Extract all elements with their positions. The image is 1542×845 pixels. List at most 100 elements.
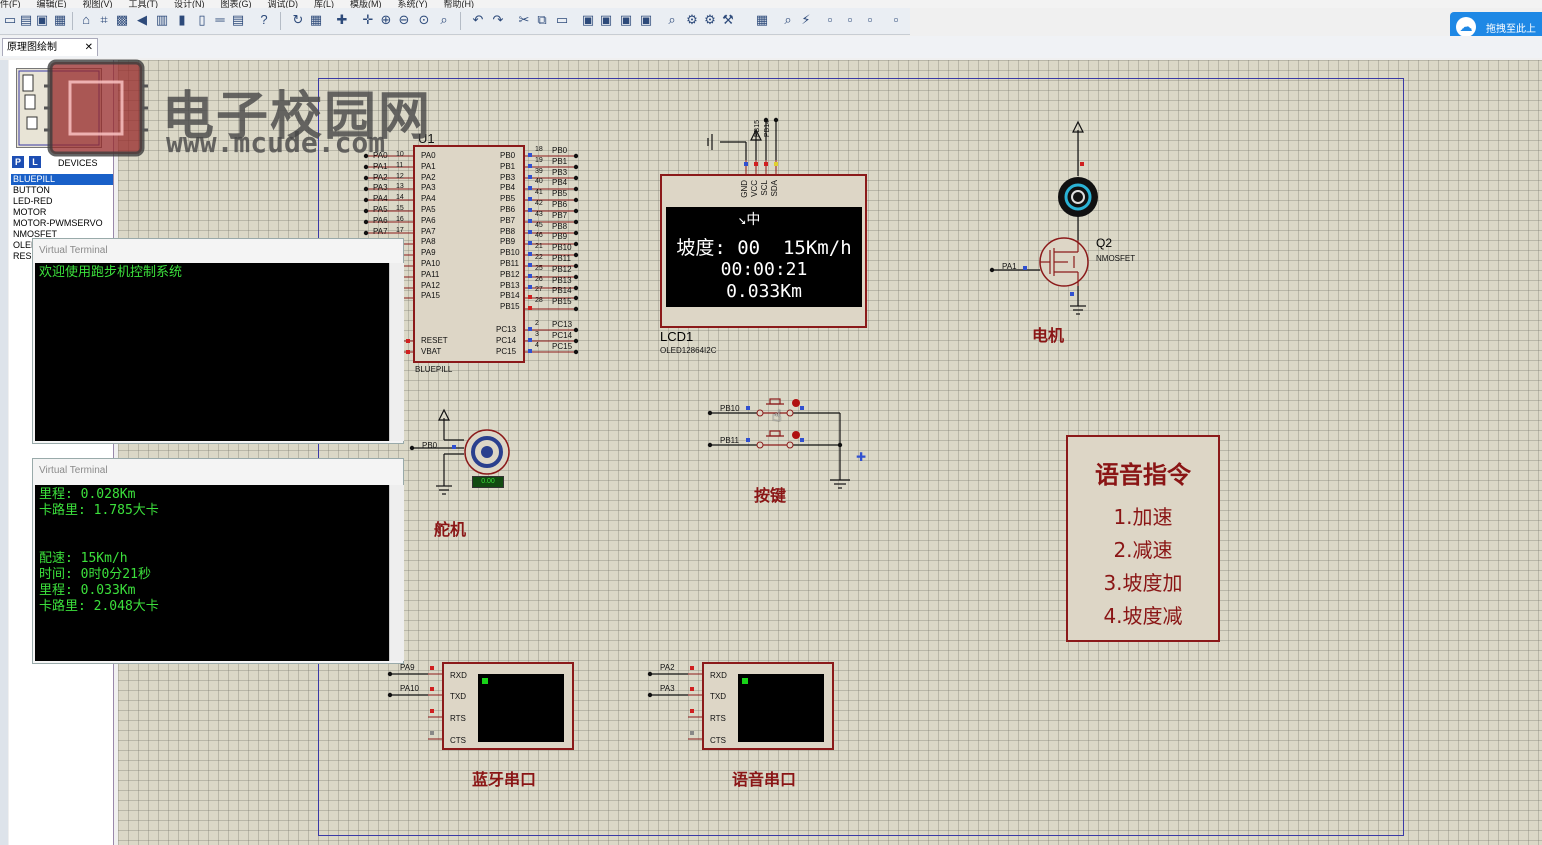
cut-icon[interactable]: ✂ — [518, 12, 530, 27]
import-icon[interactable]: ▦ — [53, 12, 67, 27]
paste-icon[interactable]: ▭ — [555, 12, 569, 27]
pan-icon[interactable]: ✛ — [362, 12, 374, 27]
virtual-terminal-2[interactable]: Virtual Terminal 里程: 0.028Km 卡路里: 1.785大… — [32, 458, 404, 664]
search-icon[interactable]: ⌕ — [784, 12, 792, 27]
mcu-net-label: PB9 — [552, 232, 568, 242]
make-device-icon[interactable]: ⚙ — [686, 12, 698, 27]
block-move-icon[interactable]: ▣ — [599, 12, 613, 27]
new-sheet-icon[interactable]: ▫ — [827, 12, 833, 27]
mcu-pin-name: PB14 — [500, 291, 520, 301]
mcu-net-label: PB4 — [552, 178, 568, 188]
back-icon[interactable]: ◀ — [137, 12, 147, 27]
device-list-item[interactable]: NMOSFET — [13, 229, 57, 239]
chip-icon[interactable]: ▩ — [115, 12, 129, 27]
tab-schematic-capture[interactable]: 原理图绘制 ✕ — [2, 38, 98, 56]
new-file-icon[interactable]: ▭ — [3, 12, 17, 27]
library-manager-button[interactable]: L — [29, 156, 41, 168]
mcu-part-name: BLUEPILL — [415, 365, 453, 374]
exit-to-parent-icon[interactable]: ▫ — [867, 12, 873, 27]
device-list-item[interactable]: BUTTON — [13, 185, 50, 195]
grid-icon[interactable]: ▦ — [309, 12, 323, 27]
bom-icon[interactable]: ═ — [215, 12, 225, 27]
menu-item[interactable]: 设计(N) — [174, 0, 205, 8]
menu-item[interactable]: 帮助(H) — [443, 0, 475, 8]
mcu-pin-name: PB10 — [500, 248, 520, 258]
mcu-net-label: PC14 — [552, 330, 573, 340]
mcu-net-label: PA3 — [373, 183, 388, 193]
menu-item[interactable]: 库(L) — [314, 0, 334, 8]
home-icon[interactable]: ⌂ — [82, 12, 90, 27]
bluetooth-uart-label: 蓝牙串口 — [472, 770, 537, 789]
redo-icon[interactable]: ↷ — [492, 12, 504, 27]
mcu-pin-name: PB5 — [500, 194, 516, 204]
block-delete-icon[interactable]: ▣ — [639, 12, 653, 27]
menu-item[interactable]: 编辑(E) — [36, 0, 67, 8]
mcu-pin-name: PB0 — [500, 151, 516, 160]
terminal-1-scrollbar[interactable] — [389, 263, 404, 441]
report-icon[interactable]: ▤ — [231, 12, 245, 27]
mcu-pin-name: PA8 — [421, 237, 436, 247]
block-copy-icon[interactable]: ▣ — [581, 12, 595, 27]
virtual-terminal-1[interactable]: Virtual Terminal 欢迎使用跑步机控制系统 — [32, 238, 404, 444]
copy-icon[interactable]: ⧉ — [537, 12, 547, 27]
bluetooth-uart-led — [482, 678, 488, 684]
mcu-pin-name: PB7 — [500, 215, 516, 225]
bluetooth-uart-terminal[interactable]: RXD TXD RTS CTS — [442, 662, 574, 750]
voice-uart-terminal[interactable]: RXD TXD RTS CTS — [702, 662, 834, 750]
servo-label: 舵机 — [434, 520, 467, 539]
origin-icon[interactable]: ✚ — [336, 12, 348, 27]
menu-item[interactable]: 系统(Y) — [397, 0, 428, 8]
refresh-icon[interactable]: ↻ — [292, 12, 304, 27]
device-list-item[interactable]: LED-RED — [13, 196, 53, 206]
component-icon[interactable]: ⌗ — [100, 12, 108, 27]
device-list-item[interactable]: BLUEPILL — [11, 174, 113, 185]
help-icon[interactable]: ? — [260, 12, 268, 27]
device-selector-panel — [9, 60, 114, 845]
voice-uart-screen — [738, 674, 824, 742]
menu-item[interactable]: 模版(M) — [350, 0, 382, 8]
mcu-net-label: PC15 — [552, 341, 573, 351]
document-icon[interactable]: ▯ — [198, 12, 206, 27]
board-icon[interactable]: ▥ — [155, 12, 169, 27]
zoom-area-icon[interactable]: ⌕ — [440, 12, 448, 27]
uart-pin-rts: RTS — [710, 714, 726, 723]
undo-icon[interactable]: ↶ — [472, 12, 484, 27]
open-folder-icon[interactable]: ▤ — [19, 12, 33, 27]
button-net-pb11: PB11 — [720, 436, 739, 445]
menu-item[interactable]: 调试(D) — [267, 0, 299, 8]
mcu-pin-number: 46 — [535, 232, 543, 240]
close-icon[interactable]: ✕ — [84, 42, 93, 53]
device-icon[interactable]: ▮ — [178, 12, 186, 27]
hand-cursor-icon: ☝ — [772, 408, 782, 425]
device-list-item[interactable]: RES — [13, 251, 32, 261]
pick-devices-button[interactable]: P — [12, 156, 24, 168]
zoom-in-icon[interactable]: ⊕ — [380, 12, 392, 27]
block-rotate-icon[interactable]: ▣ — [619, 12, 633, 27]
package-icon[interactable]: ⚙ — [704, 12, 716, 27]
mcu-net-label: PA7 — [373, 226, 388, 236]
mcu-pin-name: PB15 — [500, 302, 520, 312]
device-list-item[interactable]: MOTOR-PWMSERVO — [13, 218, 103, 228]
mcu-pin-number: 16 — [396, 215, 404, 223]
save-icon[interactable]: ▣ — [35, 12, 49, 27]
bt-uart-net-rx: PA9 — [400, 663, 415, 672]
wire-autoroute-icon[interactable]: ▦ — [755, 12, 769, 27]
device-list-item[interactable]: MOTOR — [13, 207, 47, 217]
menu-item[interactable]: 视图(V) — [82, 0, 113, 8]
netlist-icon[interactable]: ▫ — [893, 12, 899, 27]
menu-item[interactable]: 件(F) — [0, 0, 21, 8]
pick-device-icon[interactable]: ⌕ — [668, 12, 676, 27]
property-tool-icon[interactable]: ⚡ — [801, 12, 811, 27]
mcu-pin-number: 42 — [535, 200, 543, 207]
zoom-all-icon[interactable]: ⊙ — [418, 12, 430, 27]
menu-item[interactable]: 图表(G) — [220, 0, 252, 8]
push-button-2[interactable] — [754, 432, 792, 450]
remove-sheet-icon[interactable]: ▫ — [847, 12, 853, 27]
mcu-net-label: PA5 — [373, 205, 388, 214]
decompose-icon[interactable]: ⚒ — [722, 12, 734, 27]
terminal-2-scrollbar[interactable] — [389, 485, 404, 661]
mode-toolbar[interactable] — [0, 60, 8, 845]
menu-item[interactable]: 工具(T) — [128, 0, 159, 8]
zoom-out-icon[interactable]: ⊖ — [398, 12, 410, 27]
